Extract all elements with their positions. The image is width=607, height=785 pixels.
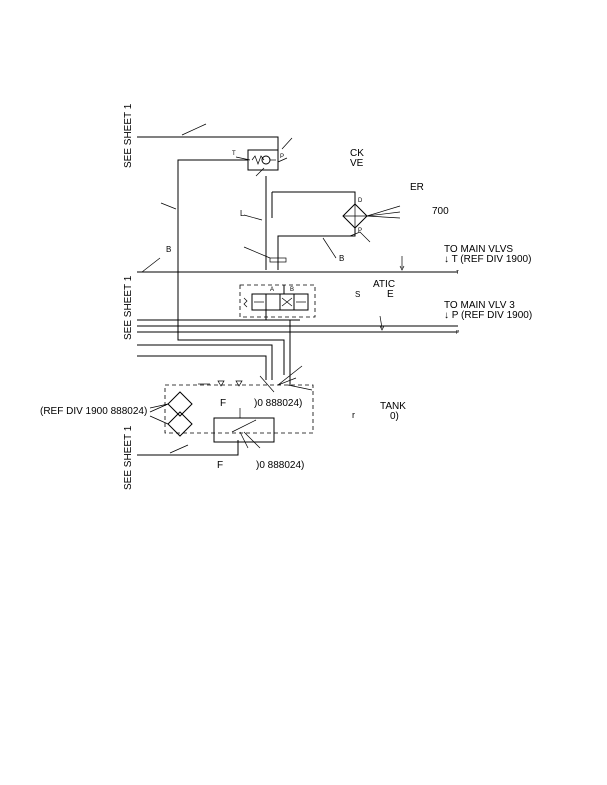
check-valve: T P [232, 149, 288, 177]
line-filter-connections [243, 176, 371, 270]
label-er: ER [410, 182, 424, 193]
label-f-lower: F [217, 460, 223, 471]
line-to-main-vlvs-t [137, 256, 458, 273]
pump-assembly [149, 365, 314, 449]
line-bottom-supply [137, 440, 239, 456]
pipe-fitting [243, 246, 287, 263]
ref-div-left: (REF DIV 1900 888024) [40, 406, 147, 417]
label-ve: VE [350, 158, 364, 169]
label-ref-upper: )0 888024) [254, 398, 302, 409]
label-ck: CK [350, 148, 364, 159]
label-b-mid: B [339, 254, 344, 263]
label-e: E [387, 289, 394, 300]
label-ref-lower: )0 888024) [256, 460, 304, 471]
line-top-supply [137, 123, 293, 152]
to-main-vlv3-line1: TO MAIN VLV 3 [444, 300, 515, 311]
line-left-return [160, 159, 285, 375]
filter-port-p: P [358, 228, 362, 234]
label-f-upper: F [220, 398, 226, 409]
see-sheet-label-top: SEE SHEET 1 [123, 103, 134, 168]
directional-control-valve: A B [239, 284, 316, 320]
line-to-main-vlv3-p [137, 315, 458, 333]
callout-to-main-vlv3: TO MAIN VLV 3 ↓ P (REF DIV 1900) P [444, 300, 532, 336]
label-s: S [355, 290, 360, 299]
see-sheet-label-mid: SEE SHEET 1 [123, 275, 134, 340]
filter-element: D P [342, 198, 401, 234]
valve-port-a: A [270, 287, 274, 293]
t-line-port: T [456, 270, 459, 276]
line-pump-feed [137, 320, 291, 385]
label-atic: ATIC [373, 279, 395, 290]
label-l: L [240, 209, 245, 218]
check-valve-port-t: T [232, 151, 236, 157]
label-b-left: B [166, 245, 171, 254]
p-line-port: P [456, 330, 460, 336]
callout-to-main-vlvs: TO MAIN VLVS ↓ T (REF DIV 1900) T [444, 244, 531, 276]
label-700: 700 [432, 206, 449, 217]
filter-port-d: D [358, 198, 363, 204]
label-tank: TANK [380, 401, 406, 412]
label-paren-0: 0) [390, 411, 399, 422]
to-main-vlvs-line1: TO MAIN VLVS [444, 244, 513, 255]
valve-port-b: B [290, 287, 294, 293]
label-r: r [352, 410, 355, 420]
check-valve-port-p: P [280, 154, 284, 160]
see-sheet-label-bottom: SEE SHEET 1 [123, 425, 134, 490]
to-main-vlvs-line2: ↓ T (REF DIV 1900) [444, 254, 531, 265]
to-main-vlv3-line2: ↓ P (REF DIV 1900) [444, 310, 532, 321]
